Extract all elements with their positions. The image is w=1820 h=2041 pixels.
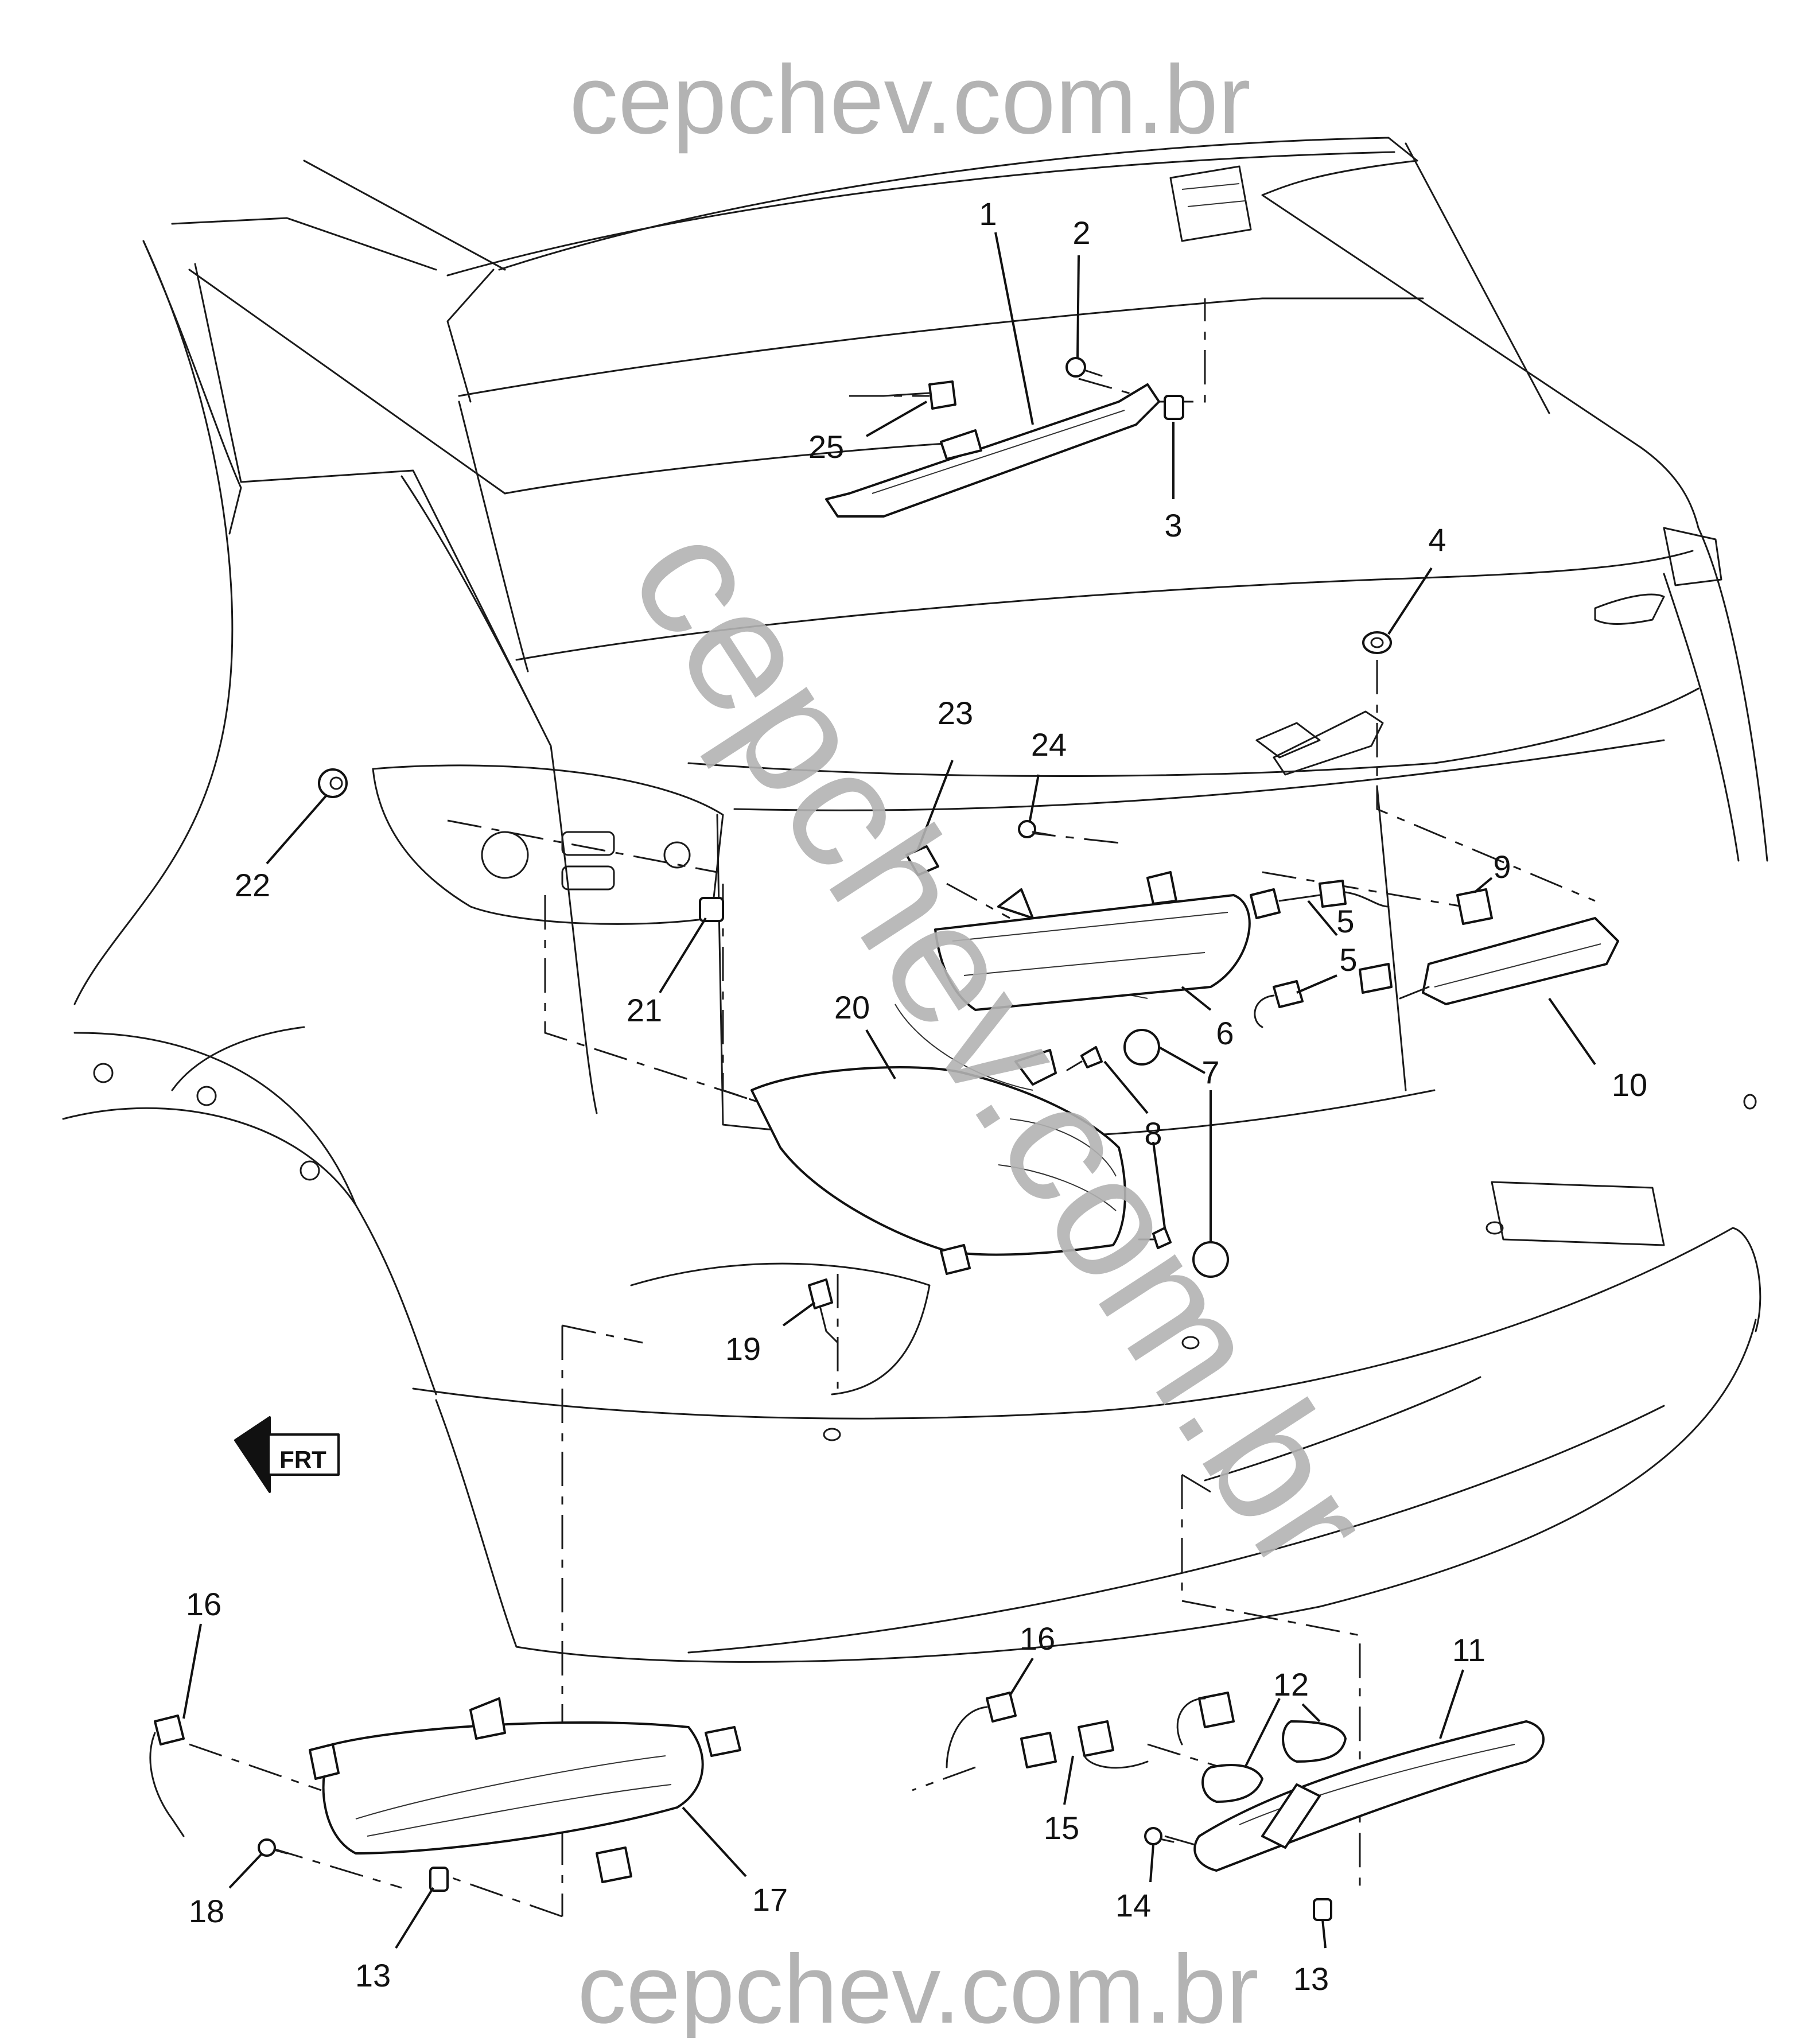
- front-direction-arrow-icon: FRT: [234, 1416, 340, 1493]
- callout-20: 20: [834, 989, 870, 1025]
- callout-6: 6: [1216, 1015, 1234, 1051]
- part-5-connector: [1250, 888, 1281, 919]
- callout-25: 25: [808, 429, 844, 465]
- part-24-screw: [1018, 820, 1051, 838]
- leader-lines: [182, 232, 1596, 1949]
- part-9-bulb-socket: [1456, 888, 1493, 925]
- callout-13-left: 13: [355, 1957, 391, 1993]
- vehicle-body-outline: [62, 137, 1768, 1663]
- callout-8: 8: [1144, 1115, 1162, 1152]
- part-2-bolt: [1065, 357, 1103, 378]
- part-7-cap: [1123, 1029, 1160, 1066]
- part-12-bulbs: [1201, 1720, 1347, 1803]
- part-21-clip: [699, 897, 724, 922]
- callout-1: 1: [979, 196, 997, 232]
- part-15-sockets: [1020, 1692, 1235, 1769]
- part-19-connector: [808, 1278, 833, 1309]
- callout-19: 19: [725, 1331, 761, 1367]
- callout-9: 9: [1493, 849, 1511, 885]
- part-8-bolt: [1066, 1046, 1172, 1249]
- callout-21: 21: [627, 992, 662, 1028]
- front-direction-label: FRT: [279, 1446, 326, 1473]
- watermark-diagonal: cepchev.com.br: [593, 489, 1410, 1603]
- callout-13-right: 13: [1293, 1961, 1329, 1997]
- part-16-connector-right: [986, 1692, 1017, 1723]
- callout-5a: 5: [1336, 903, 1354, 939]
- callout-7: 7: [1201, 1054, 1219, 1090]
- callout-2: 2: [1072, 215, 1090, 251]
- part-16-connector-left: [154, 1715, 185, 1745]
- callout-15: 15: [1044, 1810, 1079, 1846]
- callout-23: 23: [938, 695, 973, 731]
- part-10-lamp: [1422, 917, 1619, 1005]
- part-1-high-mount-stop-lamp: [825, 383, 1160, 518]
- callout-16-right: 16: [1020, 1620, 1055, 1657]
- part-22-grommet: [318, 768, 348, 798]
- callout-16-left: 16: [186, 1586, 221, 1622]
- part-14-bolt: [1144, 1827, 1175, 1845]
- callout-10: 10: [1612, 1067, 1647, 1103]
- callout-22: 22: [235, 867, 270, 903]
- part-25-connector: [928, 380, 956, 410]
- callout-numbers: 1 2 3 4 5 5 6 7 8 9 10 11 12 13 13 14 15…: [186, 196, 1647, 1997]
- callout-4: 4: [1428, 522, 1446, 558]
- callout-12: 12: [1273, 1666, 1309, 1702]
- parts: [149, 357, 1619, 1921]
- part-13-nut-left: [429, 1867, 449, 1892]
- part-20-tail-lamp: [750, 1066, 1126, 1256]
- callout-11: 11: [1452, 1632, 1485, 1668]
- callout-24: 24: [1031, 726, 1067, 763]
- callout-5b: 5: [1339, 942, 1357, 978]
- part-23-push-pin: [905, 845, 939, 876]
- part-3-nut: [1164, 395, 1184, 420]
- callout-18: 18: [189, 1893, 224, 1929]
- part-13-nut-right: [1313, 1898, 1332, 1921]
- callout-17: 17: [752, 1881, 788, 1918]
- part-18-bolt: [258, 1838, 288, 1857]
- callout-14: 14: [1115, 1887, 1151, 1923]
- watermark-bottom: cepchev.com.br: [577, 1935, 1258, 2038]
- part-4-grommet: [1362, 631, 1392, 654]
- part-6-lamp: [934, 894, 1251, 1011]
- callout-3: 3: [1164, 507, 1182, 543]
- watermark-top: cepchev.com.br: [569, 45, 1250, 154]
